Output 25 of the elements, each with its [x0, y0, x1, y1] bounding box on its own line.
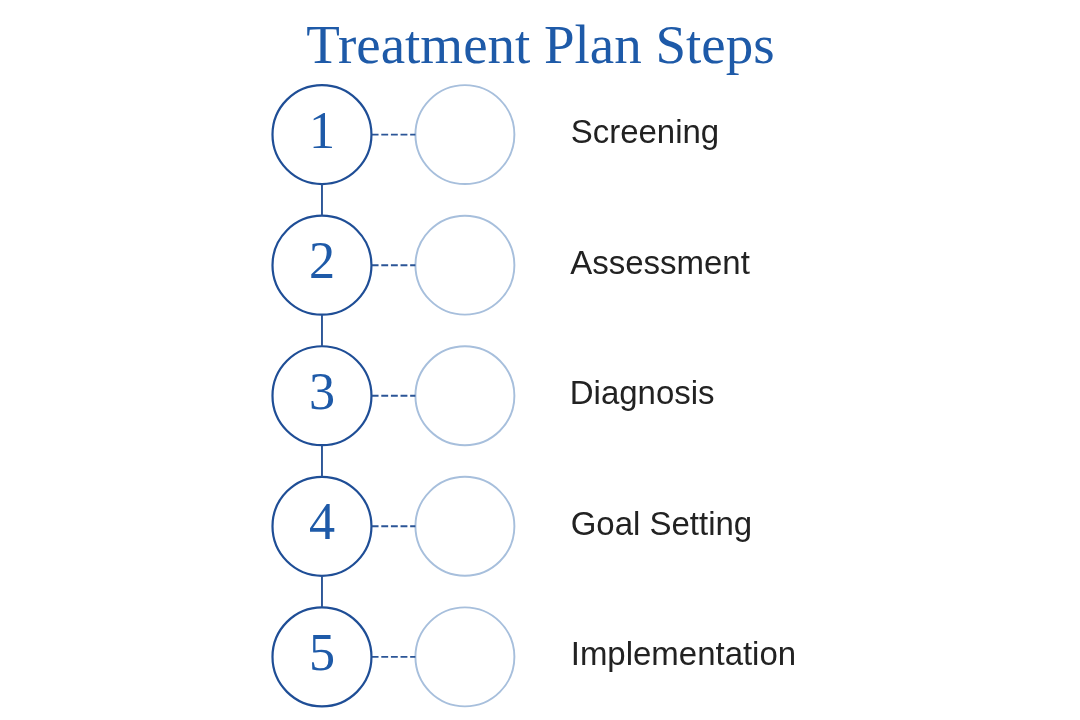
connector [320, 575, 323, 609]
connector [370, 394, 416, 397]
connector [370, 655, 416, 658]
node-circle [413, 345, 515, 447]
node-label: Implementation [570, 635, 796, 673]
diagram-title: Treatment Plan Steps [305, 14, 775, 76]
node-circle: 2 [270, 214, 373, 316]
node-label: Goal Setting [570, 504, 752, 542]
connector [320, 313, 323, 347]
node-label: Assessment [569, 243, 750, 281]
node-circle: 3 [270, 345, 373, 447]
node-circle: 5 [270, 606, 373, 708]
node-circle: 4 [270, 475, 373, 577]
connector [370, 525, 416, 528]
connector [320, 183, 323, 217]
connector [370, 133, 416, 136]
node-circle [413, 475, 515, 577]
node-circle: 1 [270, 84, 373, 186]
node-circle [413, 84, 515, 186]
node-circle [413, 606, 515, 708]
node-label: Screening [570, 113, 719, 151]
node-circle [413, 214, 515, 316]
connector [320, 444, 323, 478]
node-label: Diagnosis [569, 374, 715, 412]
connector [370, 264, 416, 267]
